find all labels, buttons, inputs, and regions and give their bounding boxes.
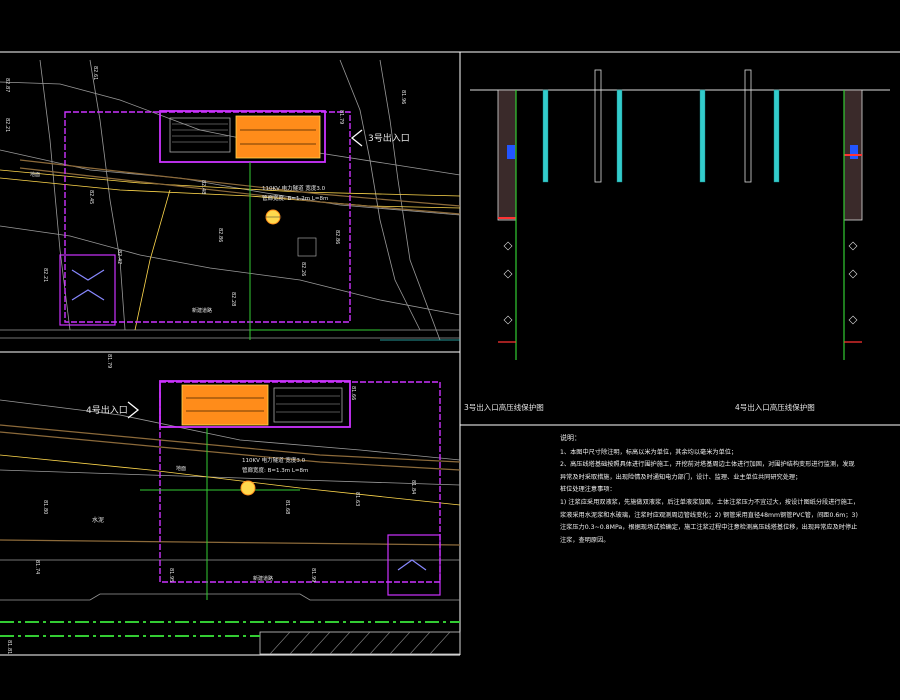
elevation-labels-top: 82.87 82.45 82.61 82.21 82.48 82.86 82.2… (4, 66, 406, 306)
elev-bottom-8: 81.66 (350, 386, 356, 400)
elev-top-0: 82.87 (4, 78, 10, 92)
elev-top-2: 82.61 (92, 66, 98, 80)
small-label-bottom-2: 水泥 (92, 516, 104, 524)
elev-top-11: 82.42 (116, 250, 122, 264)
escalator-steps-bottom (186, 397, 264, 412)
elev-top-10: 81.79 (338, 110, 344, 124)
stair-treads-bottom (276, 395, 340, 413)
green-axis-top (249, 162, 380, 340)
stair-right-bottom (273, 387, 343, 423)
elev-top-12: 82.86 (334, 230, 340, 244)
section-caption-left: 3号出入口高压线保护图 (464, 402, 544, 412)
design-notes: 说明： 1、本图中尺寸除注明，标高以米为单位，其余均以毫米为单位； 2、高压线塔… (560, 432, 860, 547)
entrance-label-bottom: 4号出入口 (86, 404, 128, 416)
notes-title: 说明： (560, 434, 581, 442)
pipe-label-2-bottom: 管廊宽度: B=1.3m L=8m (242, 466, 308, 474)
terrain-contours-bottom (0, 399, 461, 601)
small-label-top-1: 新建道路 (192, 307, 212, 314)
escalator-steps-top (240, 129, 316, 145)
entrance-structure-bottom (159, 380, 351, 428)
entrance-label-top: 3号出入口 (368, 132, 410, 144)
section-left-pile (497, 89, 517, 360)
elev-top-4: 82.48 (200, 180, 206, 194)
small-label-top-0: 地面 (30, 171, 40, 178)
roads-yellow-top (0, 169, 461, 331)
elev-bottom-5: 81.74 (34, 560, 40, 574)
escalator-bottom (181, 384, 269, 426)
entrance-arrow-top (350, 129, 363, 147)
elev-bottom-6: 81.95 (168, 568, 174, 582)
elev-bottom-0: 81.79 (106, 354, 112, 368)
hatch-lines-bottom (269, 631, 451, 655)
green-axis-bottom (140, 428, 300, 600)
notes-line-3: 桩位处理注意事项： (560, 486, 616, 494)
stair-left-top (169, 117, 231, 153)
elev-top-8: 82.26 (300, 262, 306, 276)
section-markers (503, 241, 858, 325)
drawing-frame (0, 51, 900, 656)
road-boundary-brown-top (19, 159, 461, 215)
station-outline-top (64, 111, 351, 323)
notes-line-1: 1、本图中尺寸除注明，标高以米为单位，其余均以毫米为单位； (560, 448, 738, 456)
escalator-top (235, 115, 321, 159)
entrance-structure-top (159, 110, 326, 163)
elev-bottom-4: 81.80 (42, 500, 48, 514)
roads-yellow-bottom (0, 454, 461, 506)
entrance-arrow-bottom (127, 401, 140, 419)
pipeline-green-bottom (0, 621, 460, 637)
elev-top-9: 81.96 (400, 90, 406, 104)
section-caption-right: 4号出入口高压线保护图 (735, 402, 815, 412)
hatch-bottom-right (259, 631, 461, 655)
elev-bottom-3: 81.68 (284, 500, 290, 514)
sections: 3号出入口高压线保护图 4号出入口高压线保护图 (464, 69, 890, 412)
elev-bottom-2: 81.63 (354, 492, 360, 506)
elev-top-5: 82.86 (217, 228, 223, 242)
elev-top-6: 82.28 (230, 292, 236, 306)
elev-top-1: 82.45 (88, 190, 94, 204)
section-right-cyan-piles (699, 89, 780, 183)
elev-bottom-7: 81.99 (310, 568, 316, 582)
elev-top-3: 82.21 (4, 118, 10, 132)
elev-bottom-9: 81.81 (6, 640, 12, 654)
elevation-labels-bottom: 81.79 81.84 81.63 81.68 81.80 81.74 81.9… (6, 354, 416, 654)
notes-line-2: 2、高压线塔基础按照具体进行围护施工，开挖前对塔基周边土体进行加固，对围护结构变… (560, 461, 855, 481)
shaft-left-top (59, 254, 116, 326)
stair-treads-top (172, 123, 228, 143)
elev-bottom-1: 81.84 (410, 480, 416, 494)
small-label-bottom-1: 新建道路 (253, 575, 273, 582)
notes-line-4: 1) 注浆应采用双液浆，先施做双液浆，后注单液浆加固，土体注浆压力不宜过大，按设… (560, 498, 860, 544)
pipe-label-2-top: 管廊宽度: B=1.2m L=8m (262, 194, 328, 202)
plan-bottom: 4号出入口 110KV 电力隧道 宽度3.0 管廊宽度: B=1.3m L=8m… (0, 354, 461, 655)
plan-top: 3号出入口 110KV 电力隧道 宽度3.0 管廊宽度: B=1.2m L=8m… (0, 59, 461, 341)
elev-top-7: 82.21 (42, 268, 48, 282)
station-outline-bottom (159, 381, 441, 583)
pipe-section-bottom (240, 480, 256, 496)
cross-hatch-ref-top (297, 237, 317, 257)
pipe-label-1-top: 110KV 电力隧道 宽度3.0 (262, 184, 326, 192)
section-right-pile (843, 89, 863, 360)
shaft-right-bottom (387, 534, 441, 596)
section-left-cyan-piles (542, 89, 623, 183)
section-center-piles (594, 69, 752, 183)
small-label-bottom-0: 地面 (176, 465, 186, 472)
road-boundary-brown-bottom (0, 424, 461, 546)
pipe-label-1-bottom: 110KV 电力隧道 宽度3.0 (242, 456, 306, 464)
